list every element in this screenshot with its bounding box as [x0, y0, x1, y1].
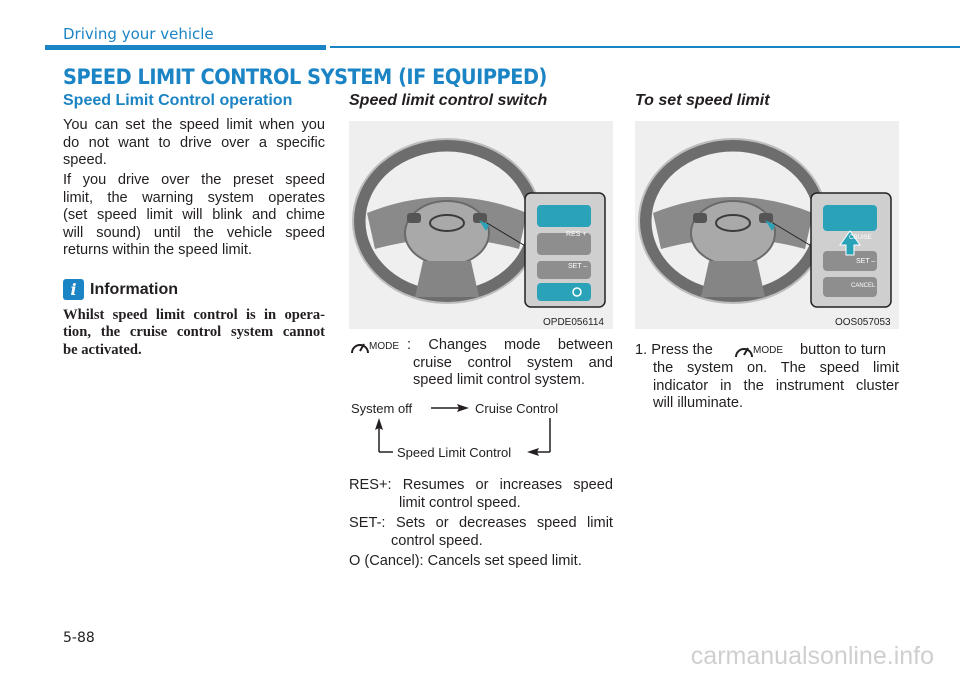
speedometer-icon [351, 343, 369, 354]
page-title: SPEED LIMIT CONTROL SYSTEM (IF EQUIPPED) [63, 65, 547, 89]
mode-description: : Changes mode between cruise control sy… [407, 337, 613, 390]
text-line: speed limit control system. [413, 372, 585, 388]
switch-label-cancel: CANCEL [851, 283, 876, 289]
mode-button-icon: MODE [349, 338, 407, 356]
text-line: control speed. [391, 532, 483, 549]
text-line: RES+: Resumes or increases speed [349, 477, 613, 493]
step-1-continuation: the system on. The speed limit indicator… [653, 360, 899, 413]
image-caption-2: OOS057053 [835, 317, 891, 328]
switch-label-res: RES + [566, 231, 587, 238]
text-line: limit control speed. [399, 494, 521, 511]
text-line: will illuminate. [653, 395, 744, 411]
info-text: Whilst speed limit control is in opera- … [63, 307, 325, 359]
header-rule-thin [330, 46, 960, 48]
mode-button-icon: MODE [733, 342, 793, 360]
text-line: Whilst speed limit control is in opera- [63, 307, 325, 323]
steering-wheel-illustration [638, 138, 892, 308]
steering-wheel-image-2: CRUISE SET – CANCEL [635, 121, 899, 329]
text-line: tion, the cruise control system cannot [63, 324, 325, 341]
title-set-speed-limit: To set speed limit [635, 92, 770, 109]
text-line: will sound) until the vehicle speed [63, 224, 325, 241]
text-line: be activated. [63, 341, 142, 358]
page-number: 5-88 [63, 630, 95, 646]
text-line: You can set the speed limit when you [63, 117, 325, 133]
mode-icon-label: MODE [369, 341, 399, 352]
subtitle-operation: Speed Limit Control operation [63, 92, 293, 109]
text-line: SET-: Sets or decreases speed limit [349, 515, 613, 531]
text-line: limit, the warning system operates [63, 189, 325, 206]
speedometer-icon [735, 347, 753, 358]
text-line: indicator in the instrument cluster [653, 377, 899, 394]
text-line: the system on. The speed limit [653, 360, 899, 376]
text-line: speed. [63, 152, 107, 168]
text-line: returns within the speed limit. [63, 242, 252, 258]
steering-wheel-illustration [352, 138, 606, 308]
switch-label-cruise: CRUISE [849, 235, 872, 241]
text-line: If you drive over the preset speed [63, 172, 325, 188]
switch-label-set: SET – [568, 263, 588, 270]
text-line: (set speed limit will blink and chime [63, 207, 325, 223]
section-header: Driving your vehicle [63, 25, 214, 43]
info-title: Information [90, 281, 178, 298]
mode-cycle-diagram [375, 404, 551, 456]
title-switch: Speed limit control switch [349, 92, 548, 109]
diagram-speed-limit-control: Speed Limit Control [397, 445, 512, 460]
mode-icon-label: MODE [753, 345, 783, 356]
text-line: : Changes mode between [407, 337, 613, 353]
text-line: cruise control system and [413, 354, 613, 371]
paragraph-warning: If you drive over the preset speed limit… [63, 172, 325, 260]
diagram-system-off: System off [351, 401, 413, 416]
diagram-cruise-control: Cruise Control [475, 401, 559, 416]
set-description: SET-: Sets or decreases speed limit cont… [349, 515, 613, 550]
step-1-first-line: 1. Press the MODE button to turn [635, 342, 899, 360]
step-1-suffix: button to turn [800, 342, 887, 358]
info-icon: i [63, 279, 84, 300]
paragraph-intro: You can set the speed limit when you do … [63, 117, 325, 170]
header-rule-thick [45, 45, 326, 50]
steering-wheel-image-1: RES + SET – [349, 121, 613, 329]
step-1-prefix: 1. Press the [635, 342, 713, 358]
switch-label-set: SET – [856, 258, 876, 265]
res-description: RES+: Resumes or increases speed limit c… [349, 477, 613, 512]
cancel-description: O (Cancel): Cancels set speed limit. [349, 553, 582, 569]
text-line: do not want to drive over a specific [63, 134, 325, 151]
image-caption-1: OPDE056114 [543, 317, 604, 328]
watermark: carmanualsonline.info [690, 642, 934, 670]
